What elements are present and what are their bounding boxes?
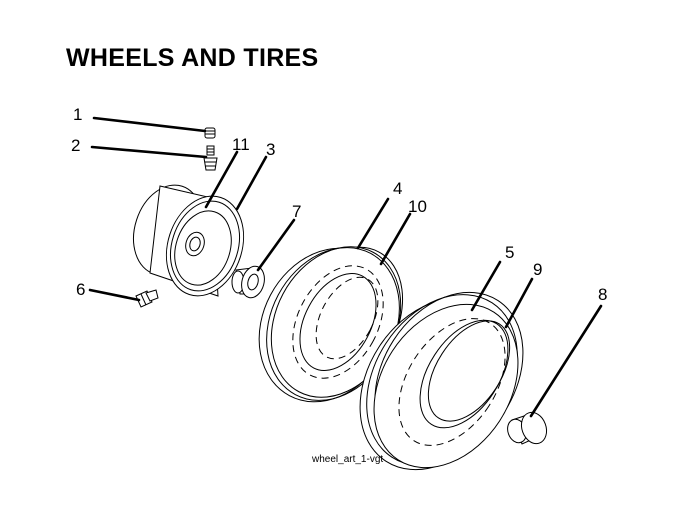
callout-10: 10 bbox=[408, 197, 427, 216]
part-front-tire bbox=[258, 246, 404, 403]
leader-1 bbox=[92, 116, 207, 133]
part-valve-stem bbox=[203, 145, 218, 171]
leader-8 bbox=[529, 304, 603, 418]
leader-4 bbox=[356, 197, 390, 250]
leader-6 bbox=[88, 288, 141, 302]
callout-11: 11 bbox=[232, 135, 250, 154]
callout-4: 4 bbox=[393, 179, 403, 198]
part-rear-tire bbox=[359, 291, 524, 471]
figure-caption: wheel_art_1-vgt bbox=[312, 454, 384, 465]
leader-3 bbox=[235, 155, 268, 211]
leader-9 bbox=[504, 277, 534, 329]
leader-7 bbox=[256, 218, 296, 272]
callout-5: 5 bbox=[505, 243, 515, 262]
part-wheel-rim bbox=[133, 184, 245, 297]
part-bushing bbox=[231, 265, 265, 299]
part-hub-cap bbox=[507, 411, 548, 445]
leader-11 bbox=[204, 150, 239, 209]
callout-9: 9 bbox=[533, 260, 543, 279]
leader-lines bbox=[88, 116, 603, 418]
leader-2 bbox=[90, 145, 208, 159]
callout-1: 1 bbox=[73, 105, 83, 124]
callout-3: 3 bbox=[266, 140, 276, 159]
part-grease-fitting bbox=[135, 289, 159, 308]
leader-5 bbox=[470, 260, 502, 312]
callout-2: 2 bbox=[71, 136, 81, 155]
callout-8: 8 bbox=[598, 285, 608, 304]
part-valve-cap bbox=[204, 127, 216, 139]
callout-6: 6 bbox=[76, 280, 86, 299]
callout-7: 7 bbox=[292, 202, 302, 221]
diagram-title: WHEELS AND TIRES bbox=[66, 44, 319, 72]
leader-10 bbox=[379, 212, 412, 266]
